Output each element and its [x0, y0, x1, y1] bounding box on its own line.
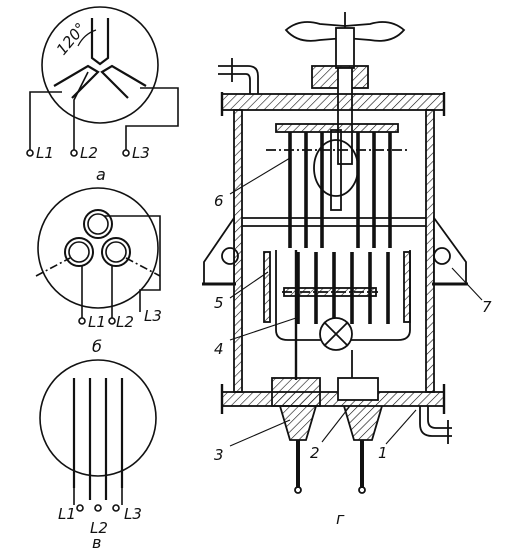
leader-1	[385, 409, 417, 445]
handwheel-hub	[335, 27, 355, 69]
diagram-b-caption: б	[92, 337, 102, 356]
electrode-carrier	[275, 123, 399, 133]
insulator-cone-left	[279, 405, 317, 441]
diagram-a-caption: а	[96, 165, 106, 184]
diagram-g	[202, 12, 483, 494]
diagram-a-terminal-l3	[122, 149, 130, 157]
diagram-a-angle-arc	[77, 29, 97, 47]
diagram-a-electrode-right	[100, 64, 147, 99]
control-ring-shaft	[330, 129, 342, 211]
support-bracket-right	[433, 215, 467, 285]
leader-6	[229, 157, 291, 195]
diagram-b-lead-l3	[104, 215, 161, 312]
diagram-v-terminal-l2	[94, 504, 102, 512]
insulator-center	[337, 377, 379, 401]
diagram-b	[35, 187, 161, 325]
callout-5: 5	[214, 294, 224, 312]
callout-3: 3	[214, 446, 224, 464]
diagram-b-vessel-circle	[37, 187, 159, 309]
leader-7	[451, 267, 483, 301]
diagram-a-terminal-l1	[26, 149, 34, 157]
leader-4	[229, 317, 297, 341]
insulator-left	[271, 377, 321, 407]
leader-2	[321, 405, 351, 443]
central-ring-cross-2	[323, 321, 349, 347]
diagram-v-terminal-l3	[112, 504, 120, 512]
vessel-shell-right	[425, 109, 435, 393]
drain-pipe	[419, 406, 452, 437]
diagram-a-terminal-label-l2: L2	[80, 144, 98, 162]
callout-1: 1	[378, 444, 388, 462]
diagram-g-caption: г	[336, 509, 345, 528]
diagram-v-terminal-label-l2: L2	[90, 519, 108, 537]
top-cover	[221, 93, 445, 111]
diagram-b-axis-right	[125, 257, 161, 277]
diagram-b-electrode-right-inner	[105, 241, 127, 263]
diagram-b-electrode-right	[101, 237, 131, 267]
diagram-b-terminal-l2	[108, 317, 116, 325]
diagram-b-terminal-l1	[78, 317, 86, 325]
diagram-b-terminal-label-l2: L2	[116, 313, 134, 331]
diagram-v-terminal-l1	[76, 504, 84, 512]
steam-outlet-pipe	[218, 65, 259, 94]
handwheel-icon	[284, 21, 406, 42]
lower-tie-bar	[283, 287, 377, 297]
diagram-b-electrode-top-inner	[87, 213, 109, 235]
callout-6: 6	[214, 192, 224, 210]
diagram-a-lead-l2	[73, 71, 89, 150]
callout-7: 7	[482, 298, 492, 316]
bottom-flange	[221, 391, 445, 407]
diagram-b-electrode-left	[64, 237, 94, 267]
diagram-a-lead-l1	[29, 91, 62, 150]
diagram-b-electrode-left-inner	[68, 241, 90, 263]
diagram-b-terminal-label-l3: L3	[144, 307, 162, 325]
diagram-a-vessel-circle	[41, 6, 159, 124]
support-bracket-left-hole	[221, 247, 239, 265]
diagram-a-lead-l3	[125, 87, 179, 150]
leader-5	[229, 271, 269, 299]
diagram-a-terminal-label-l1: L1	[36, 144, 54, 162]
diagram-a-terminal-l2	[70, 149, 78, 157]
support-bracket-left	[203, 215, 235, 285]
terminal-stud-center-end	[358, 486, 366, 494]
diagram-a-terminal-label-l3: L3	[132, 144, 150, 162]
leader-3	[229, 419, 291, 447]
diagram-v-terminal-label-l1: L1	[58, 505, 76, 523]
lower-plate-left	[263, 251, 271, 323]
insulator-cone-center	[343, 405, 383, 441]
upper-electrodes	[288, 132, 392, 248]
callout-4: 4	[214, 340, 224, 358]
callout-2: 2	[310, 444, 320, 462]
diagram-v-vessel-circle	[39, 359, 157, 477]
diagram-v-terminal-label-l3: L3	[124, 505, 142, 523]
terminal-stud-left-end	[294, 486, 302, 494]
diagram-a-electrode-top	[90, 18, 110, 66]
diagram-a-electrode-left	[53, 64, 100, 99]
diagram-b-terminal-label-l1: L1	[88, 313, 106, 331]
diagram-b-axis-left	[35, 257, 71, 277]
diagram-v	[39, 359, 157, 512]
diagram-b-electrode-top	[83, 209, 113, 239]
diagram-a	[26, 6, 179, 157]
diagram-v-caption: в	[92, 533, 101, 549]
support-bracket-right-hole	[433, 247, 451, 265]
